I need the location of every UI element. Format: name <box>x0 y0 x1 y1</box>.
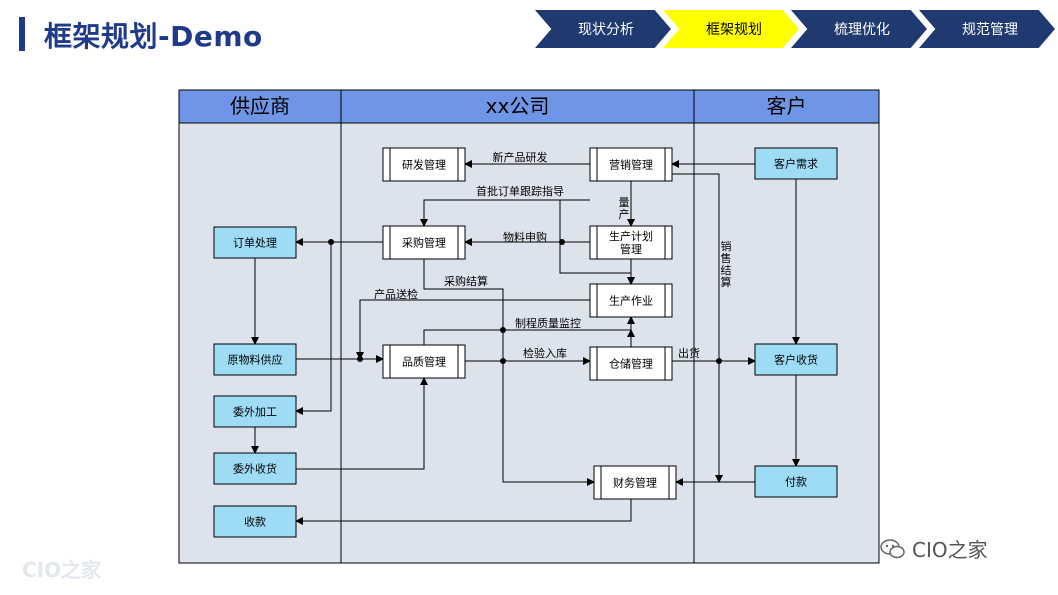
e-processqc <box>423 316 635 345</box>
e-outrecv-qc <box>296 377 428 470</box>
node-qc[interactable]: 品质管理 <box>382 344 466 379</box>
edge-label-purchsettle: 采购结算 <box>444 274 488 288</box>
watermark-right: CIO之家 <box>880 534 988 563</box>
e-sales-purch <box>420 199 590 227</box>
node-plan[interactable]: 生产计划管理 <box>589 225 673 260</box>
e-firstorder <box>672 173 723 483</box>
node-cdemand[interactable]: 客户需求 <box>754 147 838 180</box>
lane-company-title: xx公司 <box>486 94 550 118</box>
title-accent-bar <box>19 17 25 51</box>
edge-junction-dot <box>559 239 565 245</box>
node-label: 财务管理 <box>613 476 657 490</box>
node-crecv[interactable]: 客户收货 <box>754 343 838 376</box>
process-steps: 现状分析 框架规划 梳理优化 规范管理 <box>535 10 1057 48</box>
node-order[interactable]: 订单处理 <box>213 226 297 259</box>
node-label: 营销管理 <box>609 158 653 172</box>
node-label: 研发管理 <box>402 158 446 172</box>
node-label: 委外收货 <box>233 462 277 476</box>
node-rd[interactable]: 研发管理 <box>382 147 466 182</box>
node-label: 原物料供应 <box>228 353 283 367</box>
edge-junction-dot <box>357 356 363 362</box>
page-title: 框架规划-Demo <box>44 20 263 53</box>
edge-label-prodinsp: 产品送检 <box>374 287 418 301</box>
edge-junction-dot <box>328 239 334 245</box>
node-label: 品质管理 <box>402 355 446 369</box>
node-fin[interactable]: 财务管理 <box>593 465 677 500</box>
step-standard-management[interactable]: 规范管理 <box>919 10 1055 48</box>
node-label: 付款 <box>785 475 807 489</box>
lane-supplier-header <box>178 89 342 124</box>
node-label: 采购管理 <box>402 236 446 250</box>
edge-label-newprod: 新产品研发 <box>493 150 548 164</box>
node-sales[interactable]: 营销管理 <box>589 147 673 182</box>
edge-junction-dot <box>500 358 506 364</box>
node-pay[interactable]: 付款 <box>754 465 838 498</box>
node-raw[interactable]: 原物料供应 <box>213 343 297 376</box>
node-label: 客户需求 <box>774 157 818 171</box>
node-label: 仓储管理 <box>609 357 653 371</box>
node-collect[interactable]: 收款 <box>213 505 297 538</box>
lane-customer-title: 客户 <box>767 94 807 118</box>
edge-label-salesettle: 销售结算 <box>721 239 732 289</box>
step-status-analysis[interactable]: 现状分析 <box>535 10 671 48</box>
node-label: 生产作业 <box>609 294 653 308</box>
node-label: 生产计划管理 <box>609 229 653 256</box>
node-purch[interactable]: 采购管理 <box>382 225 466 260</box>
node-label: 客户收货 <box>774 353 818 367</box>
node-label: 收款 <box>244 515 266 529</box>
lane-supplier-body <box>178 122 342 564</box>
node-wh[interactable]: 仓储管理 <box>589 346 673 381</box>
watermark-left: CIO之家 <box>22 558 102 582</box>
edge-label-matreq: 物料申购 <box>503 230 547 244</box>
node-label: 订单处理 <box>233 237 277 250</box>
edge-label-firstorder: 首批订单跟踪指导 <box>476 184 564 198</box>
node-outrecv[interactable]: 委外收货 <box>213 452 297 485</box>
lane-customer-header <box>693 89 880 124</box>
e-prodinsp <box>356 299 590 360</box>
edge-label-inspin: 检验入库 <box>523 346 567 360</box>
e-purch-outsrc <box>295 242 332 415</box>
edge-junction-dot <box>500 327 506 333</box>
lane-supplier-title: 供应商 <box>230 94 290 118</box>
edge-label-qty: 量产 <box>619 196 630 221</box>
lane-company-header <box>340 89 695 124</box>
e-fin-collect <box>295 499 632 525</box>
node-prod[interactable]: 生产作业 <box>589 283 673 318</box>
wechat-icon <box>880 538 905 558</box>
step-framework-planning[interactable]: 框架规划 <box>663 10 799 48</box>
node-label: 委外加工 <box>233 406 277 419</box>
edge-junction-dot <box>716 358 722 364</box>
step-sort-optimize[interactable]: 梳理优化 <box>791 10 927 48</box>
node-outsrc[interactable]: 委外加工 <box>213 395 297 428</box>
e-purch-fin <box>423 259 595 486</box>
watermark-right-text: CIO之家 <box>912 538 988 562</box>
edge-label-ship: 出货 <box>678 346 700 360</box>
edge-label-processqc: 制程质量监控 <box>515 316 581 330</box>
